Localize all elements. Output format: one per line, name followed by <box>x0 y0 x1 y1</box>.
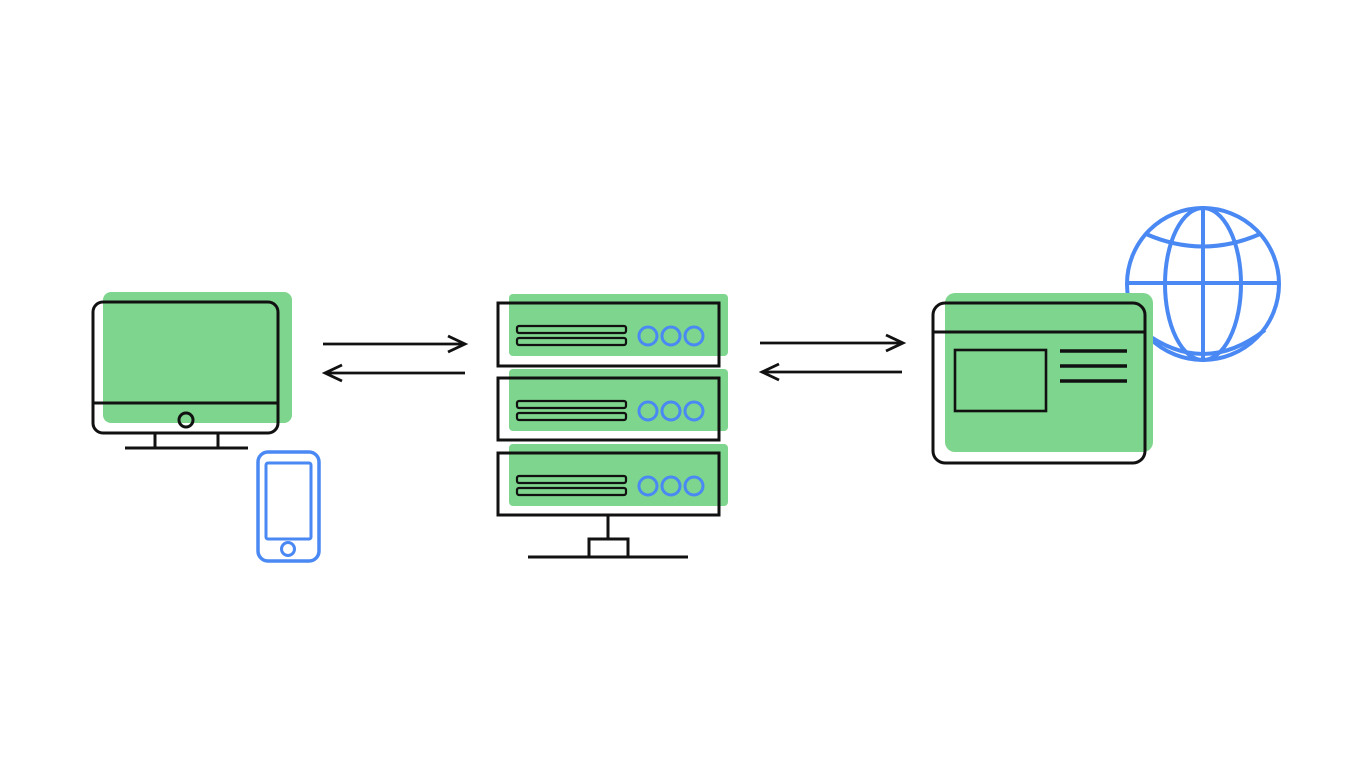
smartphone-icon <box>256 450 321 563</box>
browser-frame <box>931 301 1147 465</box>
server-indicator-light <box>660 475 682 497</box>
server-stack-group <box>496 294 728 559</box>
desktop-monitor-icon <box>91 300 280 450</box>
client-server-arrows <box>321 334 469 383</box>
network-connector-icon <box>528 515 688 559</box>
client-devices-group <box>91 292 321 563</box>
monitor-camera-dot <box>177 411 195 429</box>
server-indicator-light <box>637 400 659 422</box>
server-slot-bar <box>515 474 628 485</box>
arrow-head-left <box>758 362 780 382</box>
arrow-client-to-server <box>323 334 469 354</box>
arrow-head-right <box>447 334 469 354</box>
server-chassis <box>496 376 721 442</box>
monitor-highlight-block <box>103 292 292 423</box>
server-slot-bar <box>515 486 628 497</box>
connector-plug <box>587 537 630 559</box>
server-indicator-light <box>637 475 659 497</box>
server-chassis <box>496 301 721 368</box>
arrow-server-to-web <box>760 333 907 353</box>
globe-parallel-top <box>1145 232 1261 249</box>
server-unit-icon <box>496 369 728 442</box>
globe-icon <box>1125 206 1281 362</box>
arrow-head-left <box>321 363 343 383</box>
arrow-head-right <box>885 333 907 353</box>
arrow-web-to-server <box>758 362 902 382</box>
server-slot-bar <box>515 399 628 410</box>
server-indicator-light <box>660 325 682 347</box>
server-slot-bar <box>515 324 628 335</box>
browser-highlight-block <box>945 293 1153 452</box>
phone-body <box>256 450 321 563</box>
globe-parallel-bottom <box>1139 328 1267 356</box>
browser-window-group <box>931 293 1153 465</box>
server-indicator-light <box>660 400 682 422</box>
browser-image-placeholder <box>953 348 1048 413</box>
server-unit-icon <box>496 444 728 517</box>
arrow-server-to-client <box>321 363 465 383</box>
server-slot-bar <box>515 336 628 347</box>
phone-screen <box>264 461 313 541</box>
server-web-arrows <box>758 333 907 382</box>
server-indicator-light <box>683 400 705 422</box>
server-indicator-light <box>637 325 659 347</box>
browser-window-icon <box>931 301 1147 465</box>
server-indicator-light <box>683 475 705 497</box>
phone-home-button <box>280 541 296 557</box>
server-slot-bar <box>515 411 628 422</box>
server-indicator-light <box>683 325 705 347</box>
monitor-body <box>91 300 280 435</box>
server-unit-icon <box>496 294 728 368</box>
